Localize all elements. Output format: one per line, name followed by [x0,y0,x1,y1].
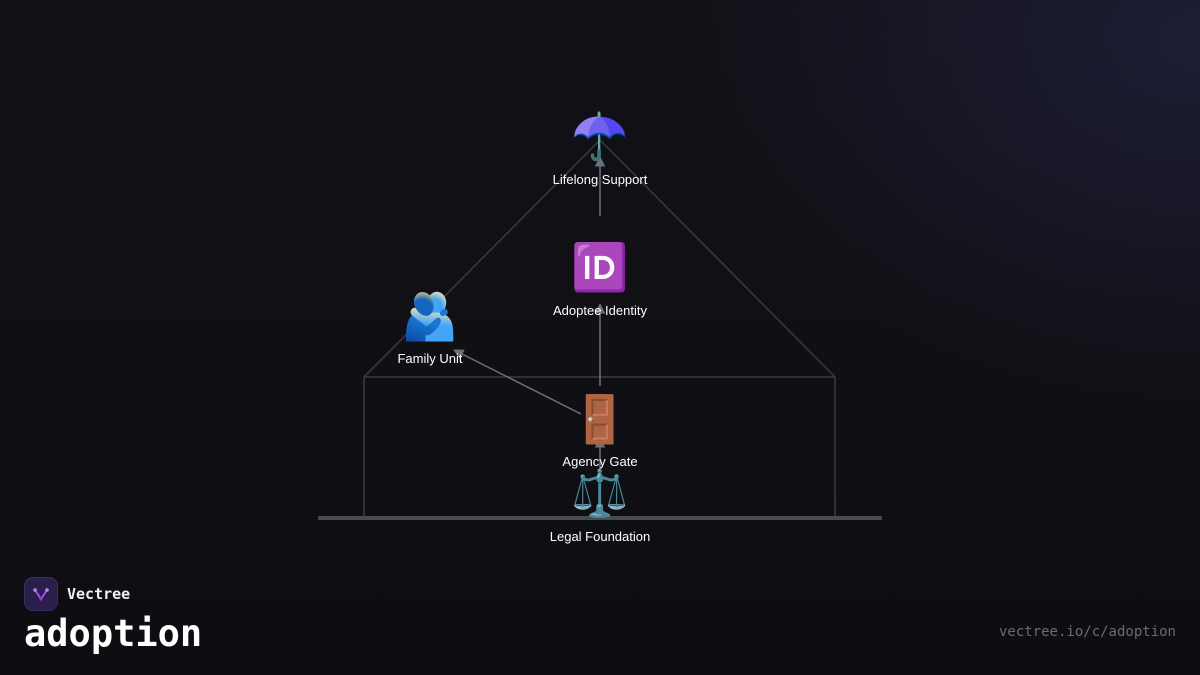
vectree-logo-icon [24,577,58,611]
people-hugging-icon: 🫂 [401,289,458,343]
brand: Vectree [24,577,130,611]
umbrella-icon: ☂️ [571,109,628,163]
roof-right-line [599,139,836,378]
node-label-agency-gate: Agency Gate [562,454,637,469]
node-label-legal-foundation: Legal Foundation [550,529,650,544]
node-adoptee-identity: 🆔 Adoptee Identity [553,240,647,318]
edges [453,155,606,468]
node-label-family-unit: Family Unit [397,351,462,366]
page-url[interactable]: vectree.io/c/adoption [998,624,1176,640]
node-lifelong-support: ☂️ Lifelong Support [553,109,648,187]
node-agency-gate: 🚪 Agency Gate [562,392,637,469]
scales-icon: ⚖️ [571,466,628,520]
edge-gate-to-family [453,349,582,415]
node-label-adoptee-identity: Adoptee Identity [553,303,647,318]
id-icon: 🆔 [571,240,628,294]
node-legal-foundation: ⚖️ Legal Foundation [550,466,650,544]
roof-left-line [363,139,601,378]
node-label-lifelong-support: Lifelong Support [553,172,648,187]
door-icon: 🚪 [571,392,628,446]
page-title: adoption [24,612,203,655]
node-family-unit: 🫂 Family Unit [397,289,462,366]
brand-name: Vectree [67,585,131,603]
